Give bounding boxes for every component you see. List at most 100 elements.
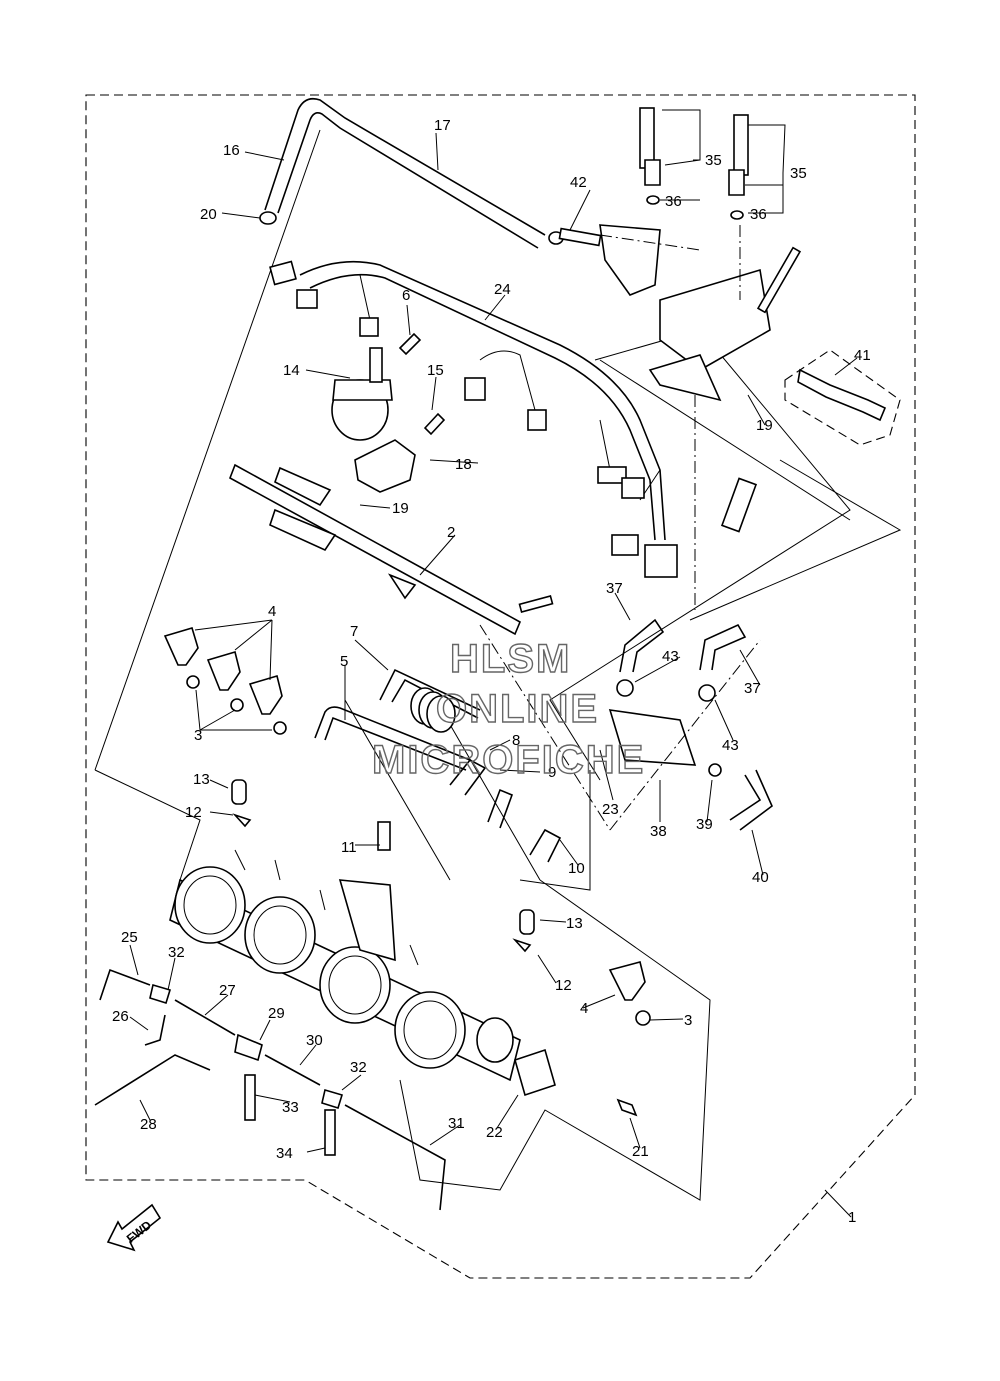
clip-39	[708, 763, 722, 777]
callout-32: 32	[168, 944, 185, 961]
hose-piece-19	[720, 477, 758, 533]
wire-harness-24	[299, 260, 666, 541]
vacuum-hose-30	[264, 1054, 321, 1086]
callout-2: 2	[447, 524, 455, 541]
callout-12: 12	[185, 804, 202, 821]
air-control-assembly	[558, 107, 802, 402]
vacuum-joint-29	[234, 1033, 263, 1062]
sensor-18	[354, 439, 416, 493]
callout-29: 29	[268, 1005, 285, 1022]
vacuum-hose-28	[94, 1054, 211, 1106]
intake-fitting-14-stem	[369, 347, 383, 383]
hose-37-right	[699, 623, 747, 671]
callout-19: 19	[756, 417, 773, 434]
callout-4: 4	[268, 603, 276, 620]
assembly-boundary	[85, 94, 916, 1279]
watermark-line-1: HLSM	[450, 637, 571, 681]
adjust-screw-41	[797, 368, 887, 422]
callout-38: 38	[650, 823, 667, 840]
connection-lines	[479, 225, 761, 831]
vacuum-cap-34	[324, 1109, 336, 1156]
part-41-group	[784, 349, 901, 446]
callout-9: 9	[548, 764, 556, 781]
callout-20: 20	[200, 206, 217, 223]
callout-37: 37	[744, 680, 761, 697]
injector-4-right	[608, 961, 646, 1001]
cap-13	[231, 779, 247, 805]
hose-37-left	[619, 618, 665, 673]
callout-16: 16	[223, 142, 240, 159]
callout-6: 6	[402, 287, 410, 304]
clamp-43b	[698, 684, 716, 702]
callout-3: 3	[194, 727, 202, 744]
callout-43: 43	[722, 737, 739, 754]
callout-35: 35	[705, 152, 722, 169]
spring-hose-8	[410, 687, 456, 733]
harness-connector-b	[296, 289, 318, 309]
watermark-line-3: MICROFICHE	[372, 738, 645, 782]
hose-10	[529, 828, 562, 863]
callout-3: 3	[684, 1012, 692, 1029]
hose-clamp-20	[259, 211, 277, 225]
callout-30: 30	[306, 1032, 323, 1049]
valve-38	[608, 709, 697, 766]
callout-19: 19	[392, 500, 409, 517]
group-line-right	[599, 359, 902, 621]
fuel-rail-outlet	[518, 595, 554, 613]
bolt-15	[423, 412, 446, 436]
callout-36: 36	[750, 206, 767, 223]
callout-1: 1	[848, 1209, 856, 1226]
cap-13-right	[519, 909, 535, 935]
screw-21	[616, 1098, 638, 1117]
screw-11	[377, 821, 391, 851]
callout-22: 22	[486, 1124, 503, 1141]
throttle-body-assembly	[169, 849, 521, 1082]
clip-12	[232, 813, 252, 828]
callout-43: 43	[662, 648, 679, 665]
callout-34: 34	[276, 1145, 293, 1162]
vacuum-hose-26	[144, 1014, 166, 1046]
vacuum-hose-27	[174, 999, 236, 1036]
callout-28: 28	[140, 1116, 157, 1133]
callout-39: 39	[696, 816, 713, 833]
harness-connector-c	[359, 317, 379, 337]
o-ring-3-right	[635, 1010, 651, 1026]
callout-41: 41	[854, 347, 871, 364]
callout-18: 18	[455, 456, 472, 473]
callout-13: 13	[566, 915, 583, 932]
callout-26: 26	[112, 1008, 129, 1025]
harness-connector-a	[269, 260, 297, 286]
callout-17: 17	[434, 117, 451, 134]
callout-labels: 1 2 3 3 4 4 5 6 7 8 9 10 11 12 12 13 13 …	[112, 117, 871, 1226]
callout-7: 7	[350, 623, 358, 640]
callout-5: 5	[340, 653, 348, 670]
vacuum-hose-25	[99, 968, 151, 1001]
callout-27: 27	[219, 982, 236, 999]
callout-12: 12	[555, 977, 572, 994]
callout-14: 14	[283, 362, 300, 379]
callout-31: 31	[448, 1115, 465, 1132]
callout-33: 33	[282, 1099, 299, 1116]
callout-40: 40	[752, 869, 769, 886]
hose-40	[729, 769, 773, 831]
callout-23: 23	[602, 801, 619, 818]
callout-42: 42	[570, 174, 587, 191]
hose-9	[449, 758, 514, 829]
harness-branches	[359, 274, 661, 501]
callout-11: 11	[341, 839, 357, 856]
callout-13: 13	[193, 771, 210, 788]
group-line-rail	[94, 129, 851, 891]
callout-35: 35	[790, 165, 807, 182]
callout-24: 24	[494, 281, 511, 298]
harness-connector-i	[644, 544, 678, 578]
harness-connector-g	[621, 477, 645, 499]
sensor-22	[514, 1048, 556, 1097]
callout-15: 15	[427, 362, 444, 379]
callout-25: 25	[121, 929, 138, 946]
injector-group	[163, 627, 287, 735]
vacuum-tee-32	[149, 983, 344, 1110]
harness-connector-e	[527, 409, 547, 431]
vacuum-hose-31	[344, 1104, 446, 1211]
